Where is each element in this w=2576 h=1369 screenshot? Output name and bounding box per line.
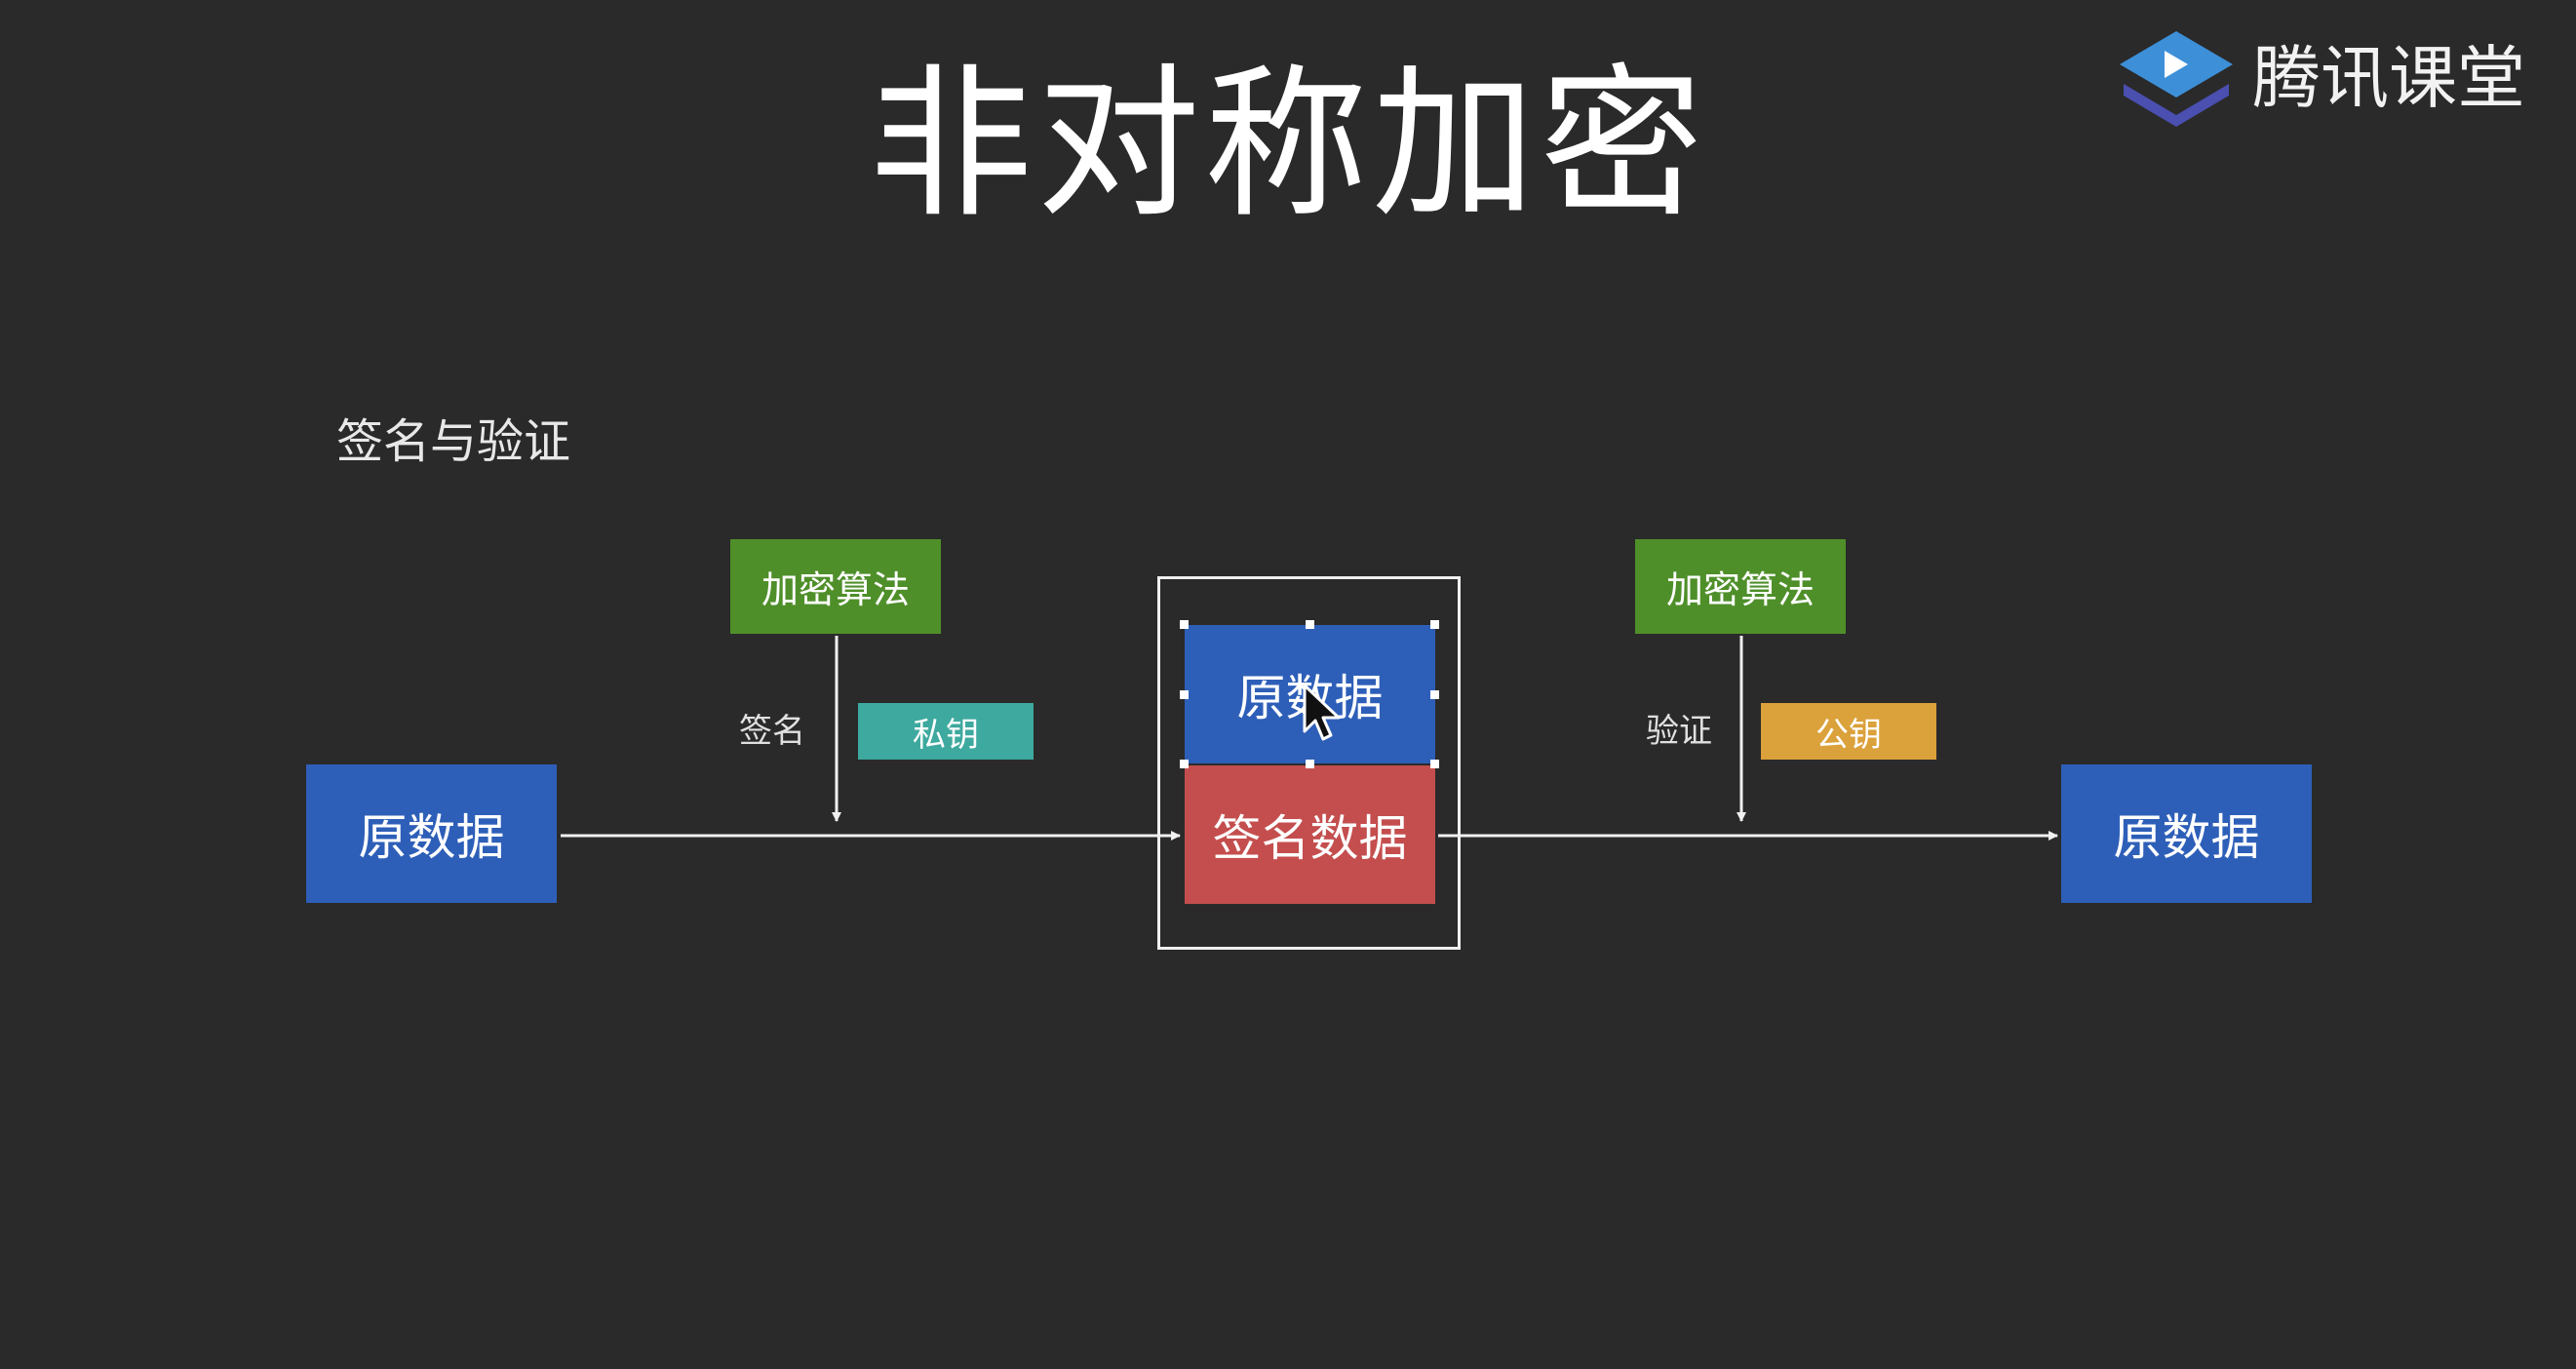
mouse-cursor-icon <box>1303 684 1341 741</box>
bundle-frame <box>1157 576 1461 950</box>
selection-handle[interactable] <box>1180 690 1189 699</box>
public-key-box: 公钥 <box>1761 703 1936 760</box>
signature-data-box: 签名数据 <box>1185 765 1435 904</box>
result-data-box: 原数据 <box>2061 764 2312 903</box>
logo-text: 腾讯课堂 <box>2252 38 2525 118</box>
sign-algorithm-box: 加密算法 <box>730 539 941 634</box>
selection-handle[interactable] <box>1430 620 1439 629</box>
selection-handle[interactable] <box>1306 620 1314 629</box>
selection-handle[interactable] <box>1430 690 1439 699</box>
private-key-box: 私钥 <box>858 703 1034 760</box>
sign-label: 签名 <box>739 712 805 751</box>
verify-label: 验证 <box>1646 712 1712 751</box>
play-icon <box>2120 31 2233 127</box>
selection-handle[interactable] <box>1180 620 1189 629</box>
slide-subtitle: 签名与验证 <box>336 414 571 469</box>
slide-title: 非对称加密 <box>869 49 1707 240</box>
selection-handle[interactable] <box>1430 760 1439 768</box>
selection-handle[interactable] <box>1306 760 1314 768</box>
verify-algorithm-box: 加密算法 <box>1635 539 1846 634</box>
selection-handle[interactable] <box>1180 760 1189 768</box>
source-data-box: 原数据 <box>306 764 557 903</box>
